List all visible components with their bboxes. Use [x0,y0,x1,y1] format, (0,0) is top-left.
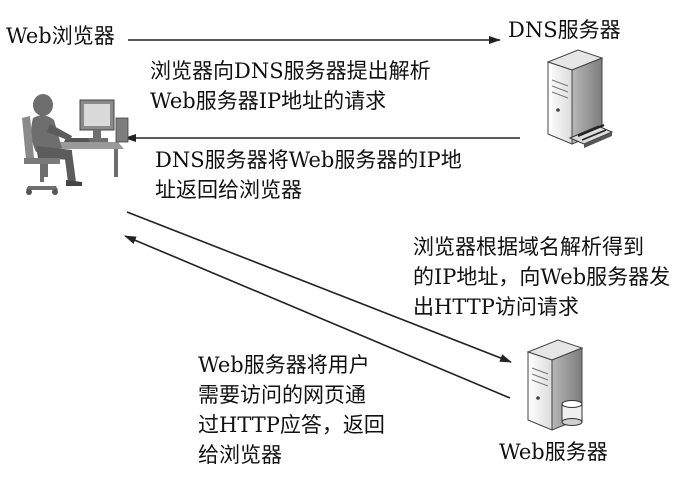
dns-server-label-text: DNS服务器 [508,18,621,42]
dns-server-label: DNS服务器 [508,15,621,45]
step-http-response-label: Web服务器将用户 需要访问的网页通 过HTTP应答，返回 给浏览器 [198,350,385,470]
step-dns-query-line-1: 浏览器向DNS服务器提出解析 [150,59,431,83]
step-http-request-line-2: 的IP地址，向Web服务器发 [413,265,671,289]
step-http-response-line-1: Web服务器将用户 [198,353,370,377]
browser-label-text: Web浏览器 [6,24,115,48]
step-http-response-line-4: 给浏览器 [198,443,282,467]
step-http-response-line-3: 过HTTP应答，返回 [198,413,385,437]
arrow-web-to-browser [124,235,511,399]
step-dns-query-label: 浏览器向DNS服务器提出解析 Web服务器IP地址的请求 [150,56,431,116]
step-dns-reply-line-2: 址返回给浏览器 [155,178,302,202]
web-server-label: Web服务器 [499,437,608,467]
server-with-database-icon [526,339,584,431]
step-dns-query-line-2: Web服务器IP地址的请求 [150,89,387,113]
arrow-browser-to-web [126,211,512,363]
step-dns-reply-label: DNS服务器将Web服务器的IP地 址返回给浏览器 [155,145,462,205]
browser-label: Web浏览器 [6,21,115,51]
step-http-request-line-3: 出HTTP访问请求 [413,295,579,319]
web-server-label-text: Web服务器 [499,440,608,464]
server-with-network-card-icon [546,49,614,148]
step-http-request-label: 浏览器根据域名解析得到 的IP地址，向Web服务器发 出HTTP访问请求 [413,232,670,322]
step-http-request-line-1: 浏览器根据域名解析得到 [413,235,644,259]
step-dns-reply-line-1: DNS服务器将Web服务器的IP地 [155,148,462,172]
step-http-response-line-2: 需要访问的网页通 [198,383,366,407]
person-at-computer-icon [22,94,129,195]
